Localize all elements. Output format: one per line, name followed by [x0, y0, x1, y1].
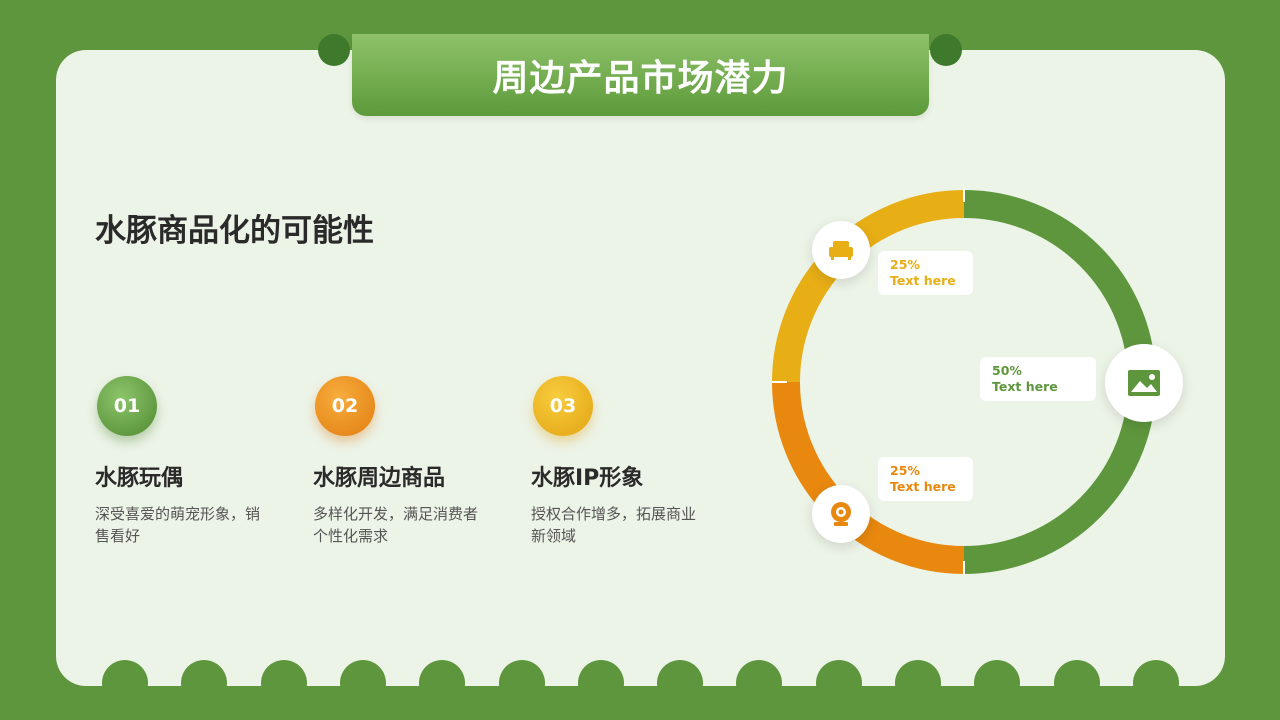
- feature-desc-ip: 授权合作增多，拓展商业新领域: [531, 505, 697, 545]
- section-subtitle: 水豚商品化的可能性: [95, 213, 374, 249]
- scallop-circle: [1053, 660, 1100, 706]
- sofa-icon-badge: [812, 221, 870, 279]
- webcam-icon-badge: [812, 485, 870, 543]
- feature-number-02: 02: [315, 376, 375, 436]
- label-green-text: Text here: [992, 379, 1058, 394]
- image-icon-badge: [1105, 344, 1183, 422]
- scallop-circle: [181, 660, 228, 706]
- scallop-circle: [736, 660, 783, 706]
- image-icon: [1128, 370, 1160, 396]
- feature-number-03: 03: [533, 376, 593, 436]
- feature-desc-plush: 深受喜爱的萌宠形象，销售看好: [95, 505, 261, 545]
- scallop-circle: [657, 660, 704, 706]
- label-green-value: 50%: [992, 363, 1022, 378]
- title-banner: 周边产品市场潜力: [352, 34, 929, 116]
- scallop-circle: [498, 660, 545, 706]
- scallop-circle: [815, 660, 862, 706]
- title-tab-right-ear: [930, 34, 962, 66]
- label-yellow: 25% Text here: [878, 251, 973, 295]
- scallop-circle: [419, 660, 466, 706]
- feature-title-merch: 水豚周边商品: [313, 466, 446, 491]
- feature-number-01: 01: [97, 376, 157, 436]
- label-green: 50% Text here: [980, 357, 1096, 401]
- feature-title-ip: 水豚IP形象: [531, 466, 644, 491]
- page-title: 周边产品市场潜力: [492, 58, 789, 99]
- scallop-circle: [339, 660, 386, 706]
- webcam-icon: [831, 502, 851, 526]
- scallop-circle: [260, 660, 307, 706]
- label-orange-value: 25%: [890, 463, 920, 478]
- label-orange: 25% Text here: [878, 457, 973, 501]
- title-tab-left-ear: [318, 34, 350, 66]
- scallop-circle: [1132, 660, 1179, 706]
- sofa-icon: [829, 241, 853, 260]
- scallop-circle: [577, 660, 624, 706]
- scallop-circle: [102, 660, 148, 706]
- label-yellow-value: 25%: [890, 257, 920, 272]
- label-orange-text: Text here: [890, 479, 956, 494]
- scallop-circle: [895, 660, 941, 706]
- label-yellow-text: Text here: [890, 273, 956, 288]
- feature-title-plush: 水豚玩偶: [95, 466, 184, 491]
- scallop-circle: [974, 660, 1021, 706]
- feature-desc-merch: 多样化开发，满足消费者个性化需求: [313, 505, 479, 545]
